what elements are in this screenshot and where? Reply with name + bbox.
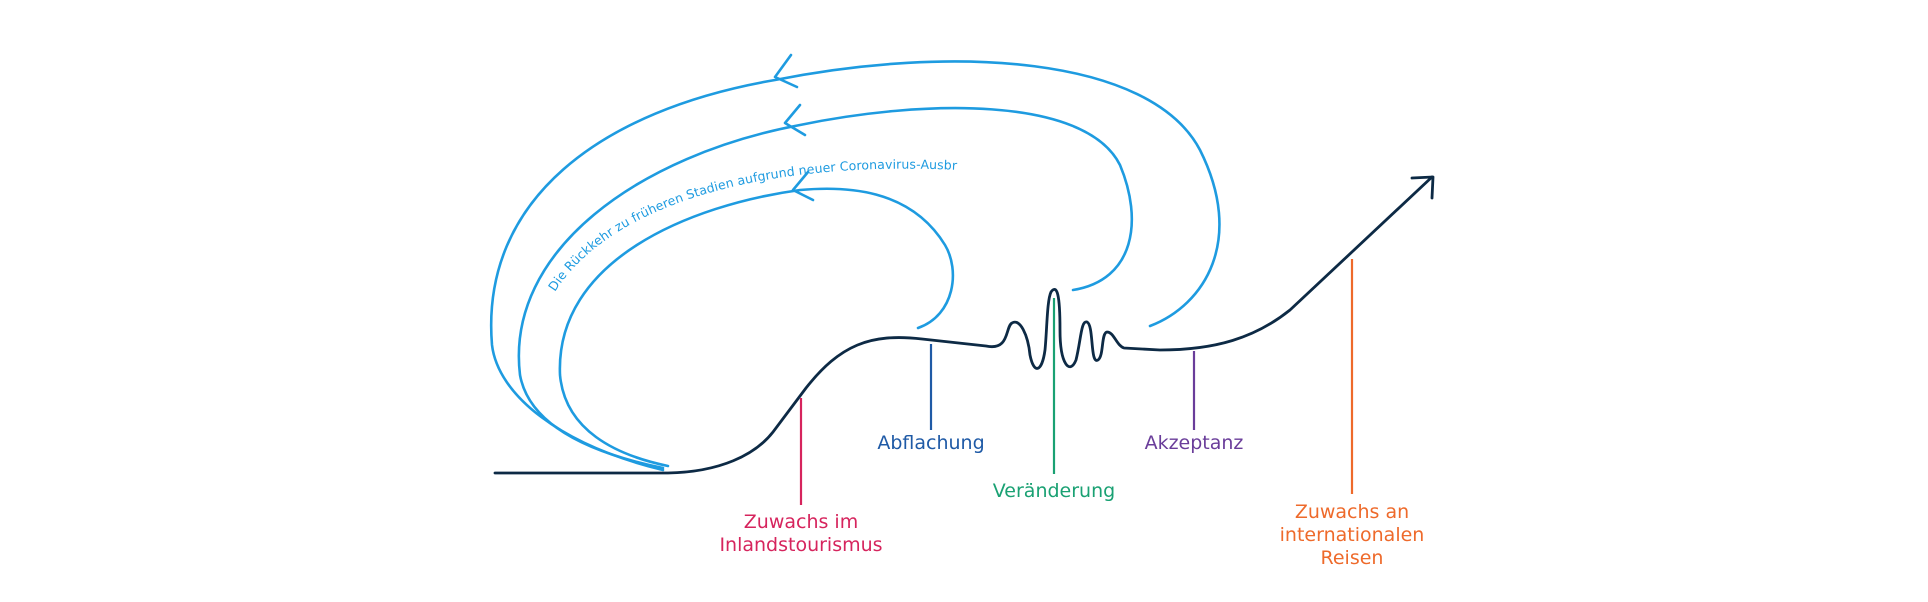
stage-label-line: Akzeptanz	[1145, 432, 1244, 454]
stage-label-line: Abflachung	[877, 432, 984, 454]
return-arcs: Die Rückkehr zu früheren Stadien aufgrun…	[0, 0, 1221, 472]
stage-label-acceptance: Akzeptanz	[1145, 432, 1244, 454]
stage-label-line: Inlandstourismus	[719, 534, 882, 556]
stage-label-line: Veränderung	[993, 480, 1115, 502]
growth-arrowhead-icon	[1410, 175, 1435, 200]
stage-label-change: Veränderung	[993, 480, 1115, 502]
stage-label-flattening: Abflachung	[877, 432, 984, 454]
stage-label-line: internationalen	[1280, 524, 1425, 546]
phase-curve	[493, 175, 1434, 475]
return-arc-inner	[558, 187, 955, 468]
stage-label-line: Zuwachs an	[1295, 501, 1409, 523]
return-label: Die Rückkehr zu früheren Stadien aufgrun…	[0, 0, 958, 294]
return-arc-middle	[517, 106, 1134, 470]
arrowhead-outer-icon	[773, 53, 799, 89]
stage-label-line: Reisen	[1321, 547, 1384, 569]
return-arc-outer	[489, 60, 1221, 472]
main-curve	[493, 175, 1435, 475]
arrowhead-middle-icon	[783, 103, 807, 137]
arrowhead-inner-icon	[791, 170, 815, 202]
stage-label-line: Zuwachs im	[744, 511, 858, 533]
